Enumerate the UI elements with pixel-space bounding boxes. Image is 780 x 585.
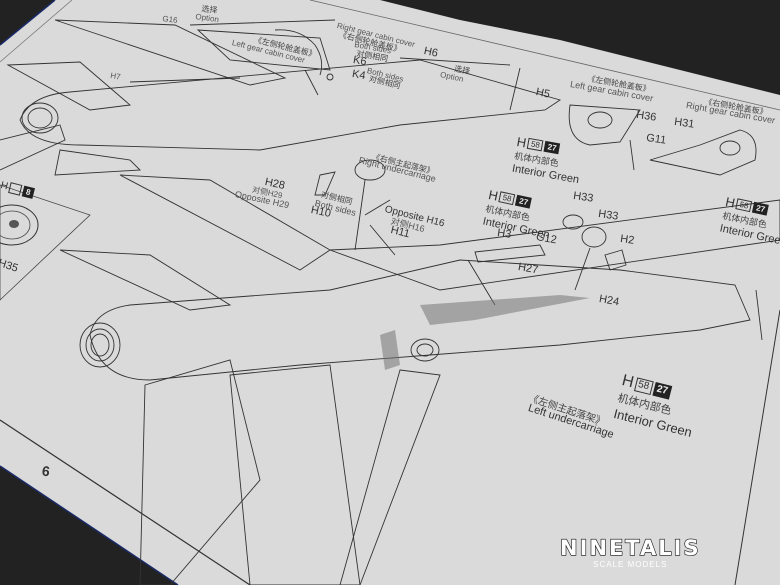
paint-prefix: H xyxy=(0,179,10,192)
part-h7-label: H7 xyxy=(109,71,122,82)
paint-ref: 27 xyxy=(752,201,770,216)
paint-ref: 27 xyxy=(652,381,673,400)
paint-prefix: H xyxy=(724,194,737,211)
paint-ref: 27 xyxy=(543,140,561,155)
paint-code: 58 xyxy=(498,191,516,206)
watermark-logo: NINETALIS SCALE MODELS xyxy=(559,535,701,569)
paint-prefix: H xyxy=(487,187,500,204)
paint-code: 58 xyxy=(735,198,753,213)
part-k6-label: K6 xyxy=(352,54,368,69)
paint-prefix: H xyxy=(515,134,528,151)
part-h2-label: H2 xyxy=(619,233,636,247)
paint-ref: 27 xyxy=(515,194,533,209)
paint-code: 58 xyxy=(633,377,654,395)
part-k4-label: K4 xyxy=(351,68,367,83)
watermark-subtitle: SCALE MODELS xyxy=(593,560,668,569)
watermark-name: NINETALIS xyxy=(559,535,701,560)
paint-code: 58 xyxy=(527,137,544,152)
